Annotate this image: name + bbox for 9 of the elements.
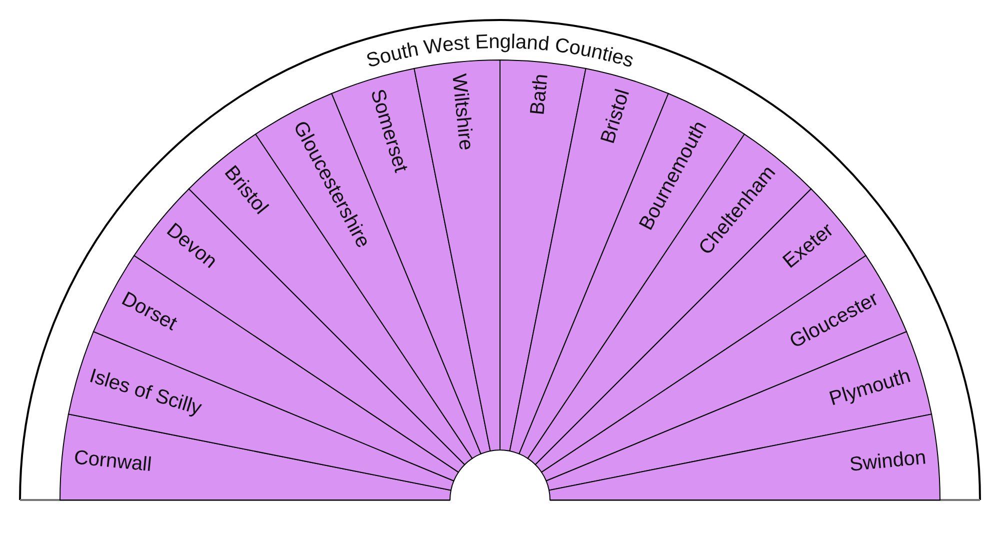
segment-label: Bath xyxy=(526,72,554,116)
fan-segment xyxy=(67,330,455,492)
title: South West England Counties xyxy=(364,30,636,72)
segment-label: Cornwall xyxy=(72,446,153,478)
fan-segment xyxy=(548,413,941,501)
segment-label: Swindon xyxy=(848,446,928,477)
segment-label: Bristol xyxy=(597,87,636,147)
segment-label: Wiltshire xyxy=(446,72,477,152)
segment-label: Isles of Scilly xyxy=(87,364,204,420)
